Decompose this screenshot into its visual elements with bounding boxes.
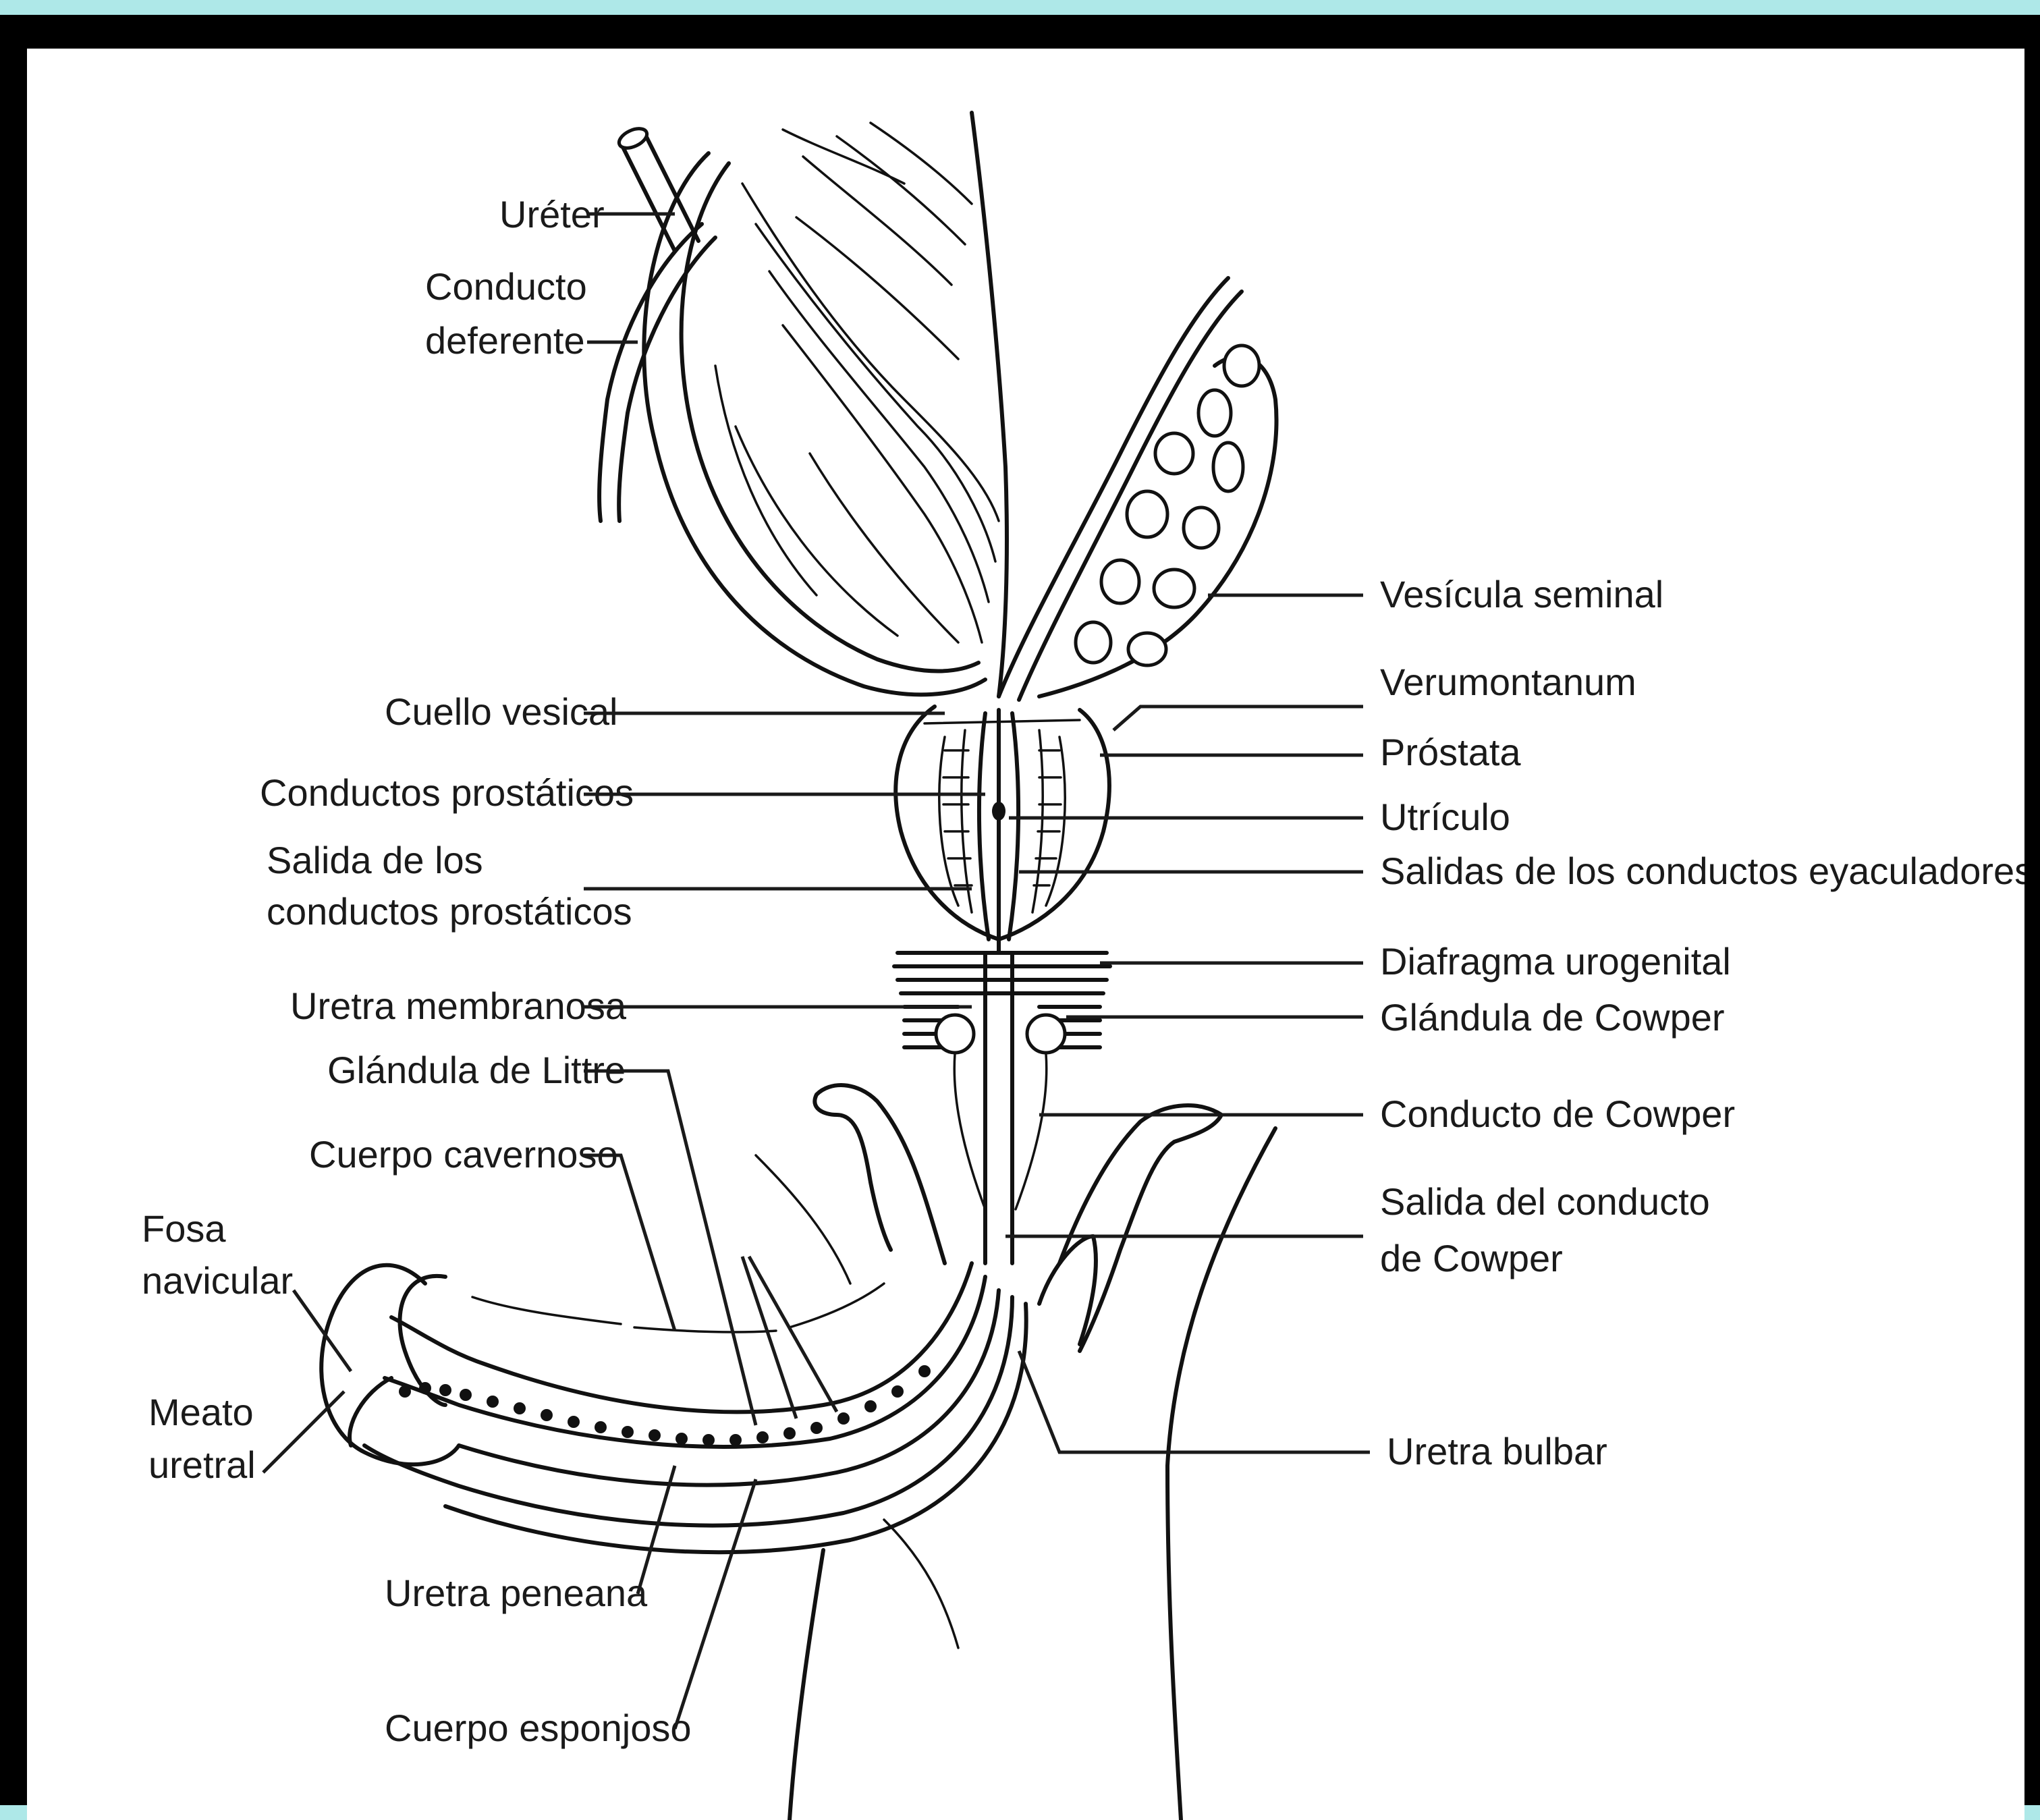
label-salida-cowper-line1: Salida del conducto (1380, 1180, 1710, 1223)
label-salida-prostaticos-line2: conductos prostáticos (267, 890, 632, 933)
label-fosa-navicular-line1: Fosa (142, 1207, 226, 1250)
bladder-drawing (644, 113, 1007, 696)
labels: Uréter Conducto deferente Vesícula semin… (142, 193, 2024, 1749)
crura-drawing (815, 1085, 1221, 1351)
label-conductos-prostaticos: Conductos prostáticos (260, 771, 634, 814)
seminal-vesicle-drawing (999, 278, 1277, 700)
leader-lines (263, 214, 1370, 1729)
label-conducto-cowper: Conducto de Cowper (1380, 1093, 1735, 1135)
label-prostata: Próstata (1380, 731, 1521, 773)
label-conducto-deferente-line1: Conducto (425, 265, 587, 308)
label-cuerpo-esponjoso: Cuerpo esponjoso (385, 1707, 692, 1749)
label-ureter: Uréter (499, 193, 605, 236)
label-uretra-peneana: Uretra peneana (385, 1572, 648, 1614)
urethra-anatomy-diagram: Uréter Conducto deferente Vesícula semin… (27, 49, 2024, 1820)
penis-drawing (321, 1263, 1026, 1552)
label-verumontanum: Verumontanum (1380, 661, 1636, 703)
label-fosa-navicular-line2: navicular (142, 1259, 293, 1302)
label-salida-prostaticos-line1: Salida de los (267, 839, 483, 881)
label-uretra-bulbar: Uretra bulbar (1387, 1430, 1607, 1472)
label-glandula-cowper: Glándula de Cowper (1380, 996, 1725, 1039)
label-salida-cowper-line2: de Cowper (1380, 1237, 1563, 1279)
label-diafragma-urogenital: Diafragma urogenital (1380, 940, 1731, 983)
label-meato-uretral-line1: Meato (148, 1391, 254, 1433)
ureter-drawing (599, 125, 715, 521)
label-utriculo: Utrículo (1380, 796, 1510, 838)
label-meato-uretral-line2: uretral (148, 1443, 256, 1486)
diagram-canvas: Uréter Conducto deferente Vesícula semin… (27, 49, 2024, 1820)
label-cuerpo-cavernoso: Cuerpo cavernoso (309, 1133, 618, 1176)
label-vesicula-seminal: Vesícula seminal (1380, 573, 1663, 615)
label-salidas-eyaculadores: Salidas de los conductos eyaculadores (1380, 850, 2024, 892)
label-uretra-membranosa: Uretra membranosa (290, 985, 627, 1027)
anatomy-illustration (321, 113, 1276, 1820)
image-frame: Uréter Conducto deferente Vesícula semin… (0, 15, 2040, 1805)
prostate-drawing (895, 707, 1109, 953)
label-glandula-littre: Glándula de Littre (327, 1049, 626, 1091)
label-cuello-vesical: Cuello vesical (385, 690, 618, 733)
label-conducto-deferente-line2: deferente (425, 319, 585, 362)
